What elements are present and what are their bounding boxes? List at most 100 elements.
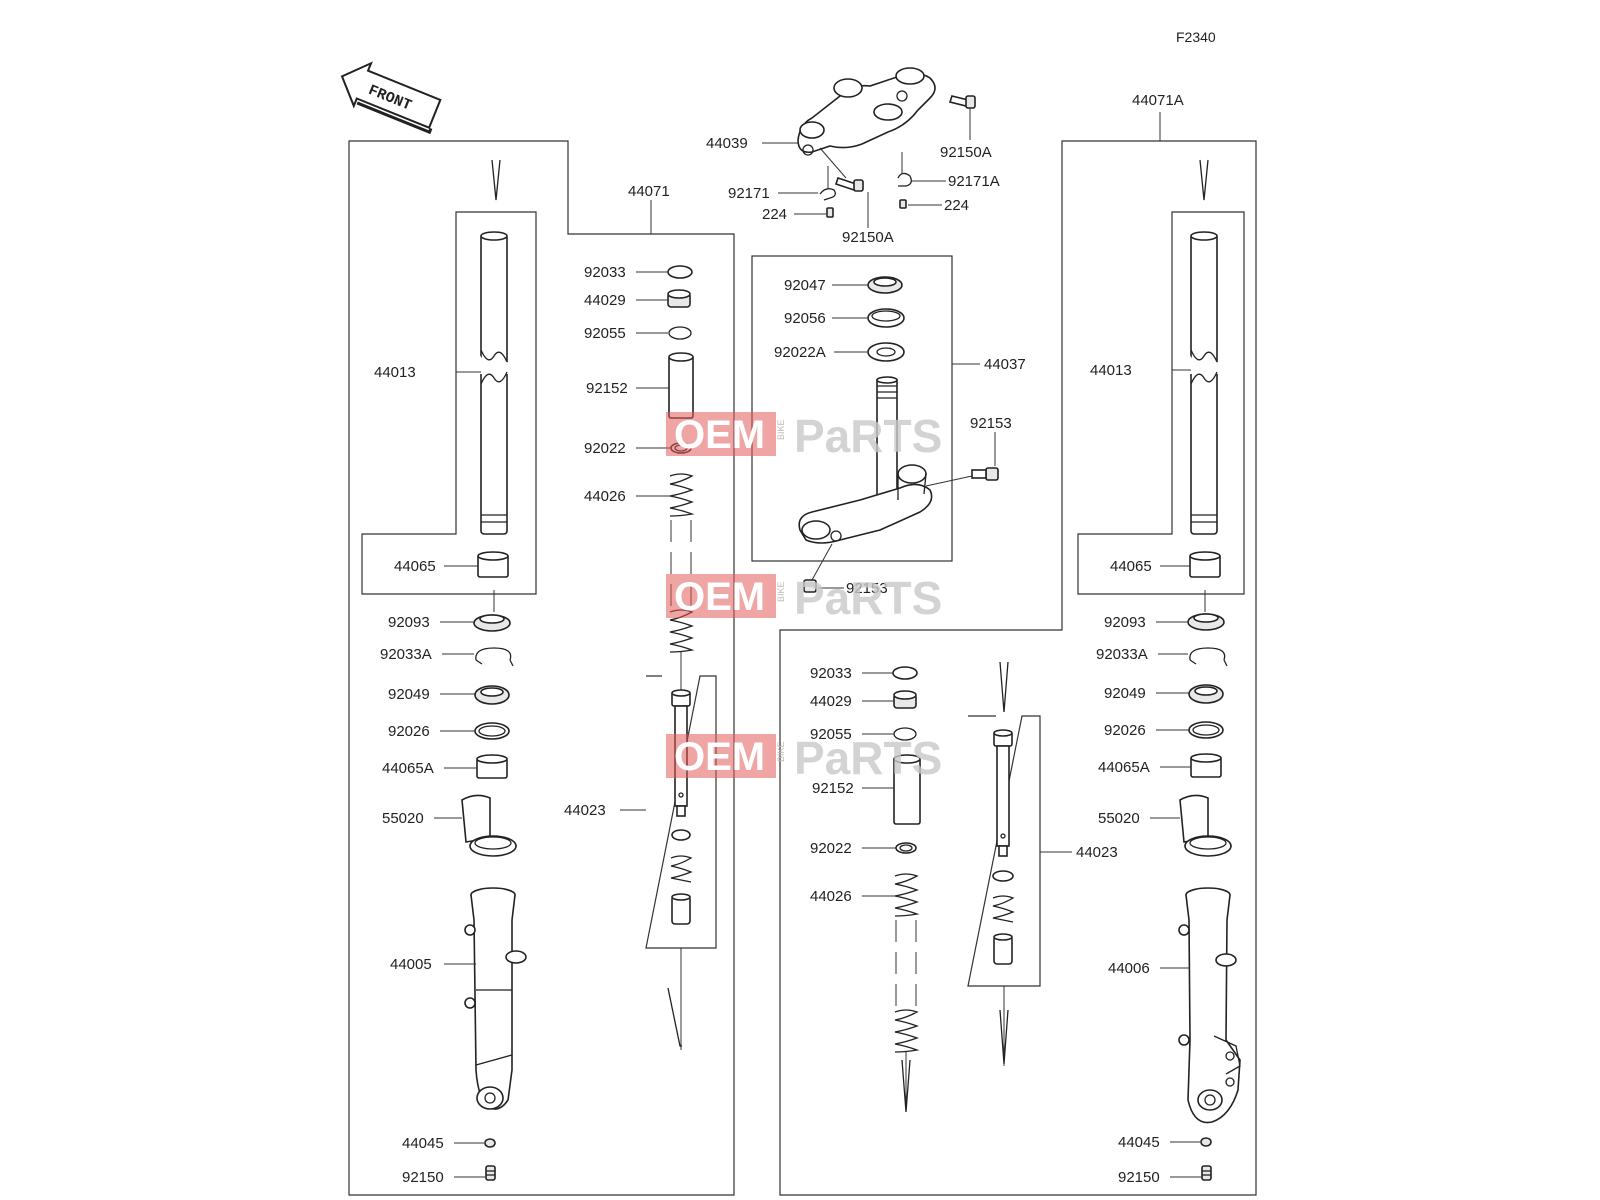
svg-text:BIKE: BIKE bbox=[776, 419, 786, 440]
label-92171: 92171 bbox=[728, 185, 770, 202]
clamp-92171-left bbox=[819, 188, 836, 201]
bushing-44065-left bbox=[477, 551, 509, 578]
damper-box-left bbox=[645, 675, 717, 949]
label-92033-a: 92033 bbox=[584, 264, 626, 281]
label-55020-right: 55020 bbox=[1098, 810, 1140, 827]
seal-92056 bbox=[867, 308, 905, 328]
label-44013-left: 44013 bbox=[374, 364, 416, 381]
bushing-44065A-left bbox=[476, 754, 508, 779]
label-92152-a: 92152 bbox=[586, 380, 628, 397]
label-44013-right: 44013 bbox=[1090, 362, 1132, 379]
damper-box-right bbox=[967, 715, 1041, 987]
label-92022A: 92022A bbox=[774, 344, 826, 361]
outer-tube-44006 bbox=[1178, 887, 1241, 1124]
collar-92152-a bbox=[668, 352, 694, 419]
oring-92055-a bbox=[668, 326, 692, 340]
label-92022-a: 92022 bbox=[584, 440, 626, 457]
bushing-44065A-right bbox=[1190, 753, 1222, 778]
label-224-right: 224 bbox=[944, 197, 969, 214]
steering-stem bbox=[798, 376, 933, 544]
watermark-2: OEM BIKE PaRTS bbox=[666, 572, 942, 624]
left-tube-box bbox=[361, 211, 537, 595]
label-92150A-top: 92150A bbox=[940, 144, 992, 161]
spring-44026-a bbox=[669, 473, 695, 653]
clip-92033A-right bbox=[1189, 647, 1228, 667]
label-44023-a: 44023 bbox=[564, 802, 606, 819]
label-44065-left: 44065 bbox=[394, 558, 436, 575]
steering-stem-box bbox=[751, 255, 953, 562]
guard-55020-left bbox=[461, 794, 517, 857]
svg-text:PaRTS: PaRTS bbox=[794, 732, 942, 784]
bearing-92047 bbox=[867, 276, 903, 294]
guard-55020-right bbox=[1179, 794, 1232, 857]
label-224-left: 224 bbox=[762, 206, 787, 223]
oring-92033-b bbox=[892, 666, 918, 680]
damper-rod-44023-b bbox=[992, 729, 1015, 965]
label-44065A-left: 44065A bbox=[382, 760, 434, 777]
label-44037: 44037 bbox=[984, 356, 1026, 373]
label-44039: 44039 bbox=[706, 135, 748, 152]
bolt-92153-top bbox=[971, 467, 999, 481]
label-44026-a: 44026 bbox=[584, 488, 626, 505]
diagram-code: F2340 bbox=[1176, 29, 1216, 45]
svg-text:OEM: OEM bbox=[674, 735, 765, 779]
label-92047: 92047 bbox=[784, 277, 826, 294]
bushing-44065-right bbox=[1189, 551, 1221, 578]
label-44006: 44006 bbox=[1108, 960, 1150, 977]
watermark-1: OEM BIKE PaRTS bbox=[666, 410, 942, 462]
right-fork-box bbox=[779, 140, 1257, 1196]
washer-92022A bbox=[867, 342, 905, 362]
label-44071A: 44071A bbox=[1132, 92, 1184, 109]
outer-tube-44005 bbox=[464, 887, 527, 1110]
label-92153-bot: 92153 bbox=[846, 580, 888, 597]
inner-tube-left bbox=[478, 159, 510, 535]
label-92049-right: 92049 bbox=[1104, 685, 1146, 702]
oring-92033-a bbox=[667, 265, 693, 279]
label-92033A-right: 92033A bbox=[1096, 646, 1148, 663]
label-92093-right: 92093 bbox=[1104, 614, 1146, 631]
seal-92093-right bbox=[1187, 613, 1225, 631]
svg-text:PaRTS: PaRTS bbox=[794, 410, 942, 462]
label-92153-top: 92153 bbox=[970, 415, 1012, 432]
label-92056: 92056 bbox=[784, 310, 826, 327]
watermark-3: OEM BIKE PaRTS bbox=[666, 732, 942, 784]
label-92055-a: 92055 bbox=[584, 325, 626, 342]
label-55020-left: 55020 bbox=[382, 810, 424, 827]
seal-92049-right bbox=[1188, 684, 1224, 704]
collar-92152-b bbox=[893, 754, 921, 825]
label-44026-b: 44026 bbox=[810, 888, 852, 905]
bolt-92150A-top bbox=[948, 95, 976, 109]
label-92150A-mid: 92150A bbox=[842, 229, 894, 246]
seal-92093-left bbox=[473, 614, 511, 632]
cap-44029-b bbox=[893, 690, 917, 709]
label-44065-right: 44065 bbox=[1110, 558, 1152, 575]
bolt-92153-bot bbox=[803, 579, 817, 593]
label-44029-a: 44029 bbox=[584, 292, 626, 309]
label-92093-left: 92093 bbox=[388, 614, 430, 631]
label-44045-left: 44045 bbox=[402, 1135, 444, 1152]
bolt-92150-left bbox=[485, 1165, 496, 1181]
label-92152-b: 92152 bbox=[812, 780, 854, 797]
svg-text:BIKE: BIKE bbox=[776, 741, 786, 762]
label-92150-right: 92150 bbox=[1118, 1169, 1160, 1186]
svg-text:PaRTS: PaRTS bbox=[794, 572, 942, 624]
label-92150-left: 92150 bbox=[402, 1169, 444, 1186]
label-92033-b: 92033 bbox=[810, 665, 852, 682]
label-44029-b: 44029 bbox=[810, 693, 852, 710]
washer-44045-left bbox=[484, 1138, 496, 1148]
svg-text:BIKE: BIKE bbox=[776, 581, 786, 602]
label-92026-right: 92026 bbox=[1104, 722, 1146, 739]
front-arrow-icon: FRONT bbox=[340, 61, 442, 135]
label-44005: 44005 bbox=[390, 956, 432, 973]
inner-tube-right bbox=[1188, 159, 1220, 535]
clamp-92171A-right bbox=[897, 172, 912, 187]
label-44071: 44071 bbox=[628, 183, 670, 200]
screw-224-left bbox=[826, 207, 834, 218]
upper-bracket-44039 bbox=[797, 67, 936, 156]
washer-44045-right bbox=[1200, 1137, 1212, 1147]
left-fork-box bbox=[348, 140, 735, 1196]
label-44023-b: 44023 bbox=[1076, 844, 1118, 861]
label-44065A-right: 44065A bbox=[1098, 759, 1150, 776]
svg-text:OEM: OEM bbox=[674, 575, 765, 619]
